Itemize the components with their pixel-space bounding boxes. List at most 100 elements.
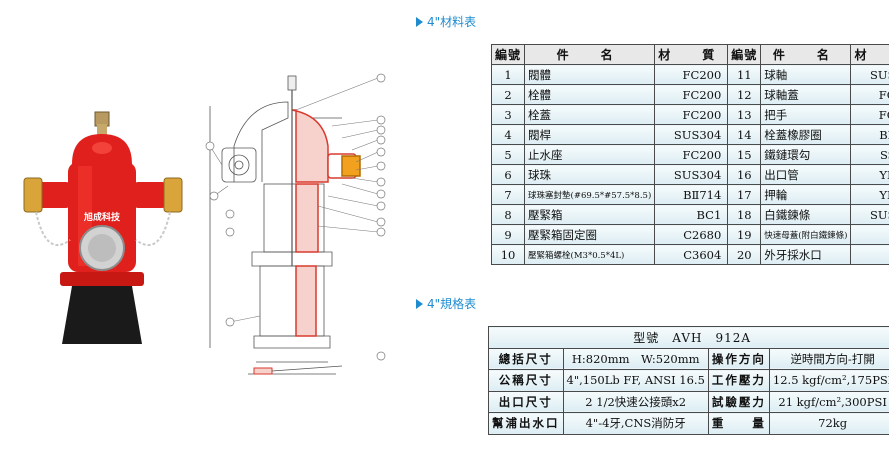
table-row: 7 球珠塞封墊(#69.5*#57.5*8.5) BⅡ714 17 押輪 YBs… <box>490 184 889 205</box>
part-no: 18 <box>727 204 762 225</box>
table-row: 1 閥體 FC200 11 球軸 SUS304 <box>490 64 889 85</box>
header-no: 編號 <box>727 44 762 65</box>
part-name: 快速母蓋(附白鐵鍊條) <box>760 224 852 245</box>
spec-label: 出口尺寸 <box>488 390 564 413</box>
specs-heading: 4"規格表 <box>416 295 476 312</box>
part-material <box>850 244 889 265</box>
photo-brand-text: 旭成科技 <box>83 211 121 223</box>
part-material: SUS304 <box>654 164 729 185</box>
part-no: 11 <box>727 64 762 85</box>
header-material: 材 質 <box>850 44 889 65</box>
part-material: FC200 <box>850 104 889 125</box>
spec-label: 幫浦出水口 <box>488 412 564 435</box>
header-name: 件 名 <box>524 44 656 65</box>
part-name: 閥體 <box>524 64 656 85</box>
part-name: 球珠 <box>524 164 656 185</box>
table-row: 5 止水座 FC200 15 鐵鏈環勾 SS400 <box>490 144 889 165</box>
part-material: YBsC3 <box>850 184 889 205</box>
specs-heading-label: 4"規格表 <box>427 297 477 311</box>
table-row: 9 壓緊箱固定圈 C2680 19 快速母蓋(附白鐵鍊條) <box>490 224 889 245</box>
hydrant-photo: 旭成科技 <box>23 111 183 344</box>
part-material: FC200 <box>654 84 729 105</box>
part-name: 栓蓋橡膠圈 <box>760 124 852 145</box>
part-material: SUS304 <box>850 64 889 85</box>
spec-value: 4",150Lb FF, ANSI 16.5 <box>562 369 709 392</box>
materials-table: 編號 件 名 材 質 編號 件 名 材 質 1 閥體 FC200 11 球軸 S… <box>490 44 889 265</box>
part-no: 13 <box>727 104 762 125</box>
spec-value: H:820mm W:520mm <box>562 347 709 370</box>
part-name: 鐵鏈環勾 <box>760 144 852 165</box>
part-material: FC200 <box>850 84 889 105</box>
table-row: 公稱尺寸 4",150Lb FF, ANSI 16.5 工作壓力 12.5 kg… <box>488 369 889 392</box>
part-name: 白鐵鍊條 <box>760 204 852 225</box>
part-material: C2680 <box>654 224 729 245</box>
materials-heading: 4"材料表 <box>416 13 476 30</box>
part-name: 栓蓋 <box>524 104 656 125</box>
part-material: BⅡ714 <box>850 124 889 145</box>
part-no: 5 <box>490 144 526 165</box>
header-no: 編號 <box>490 44 526 65</box>
part-material <box>850 224 889 245</box>
spec-label: 重 量 <box>707 412 770 435</box>
spec-label: 試驗壓力 <box>707 390 770 413</box>
table-row: 6 球珠 SUS304 16 出口管 YBsC3 <box>490 164 889 185</box>
part-material: BC1 <box>654 204 729 225</box>
part-no: 15 <box>727 144 762 165</box>
model-row: 型號 AVH 912A <box>487 326 889 349</box>
part-material: SUS304 <box>654 124 729 145</box>
spec-label: 總括尺寸 <box>488 347 564 370</box>
part-no: 7 <box>490 184 526 205</box>
part-no: 12 <box>727 84 762 105</box>
part-name: 壓緊箱螺栓(M3*0.5*4L) <box>524 244 656 265</box>
materials-header-row: 編號 件 名 材 質 編號 件 名 材 質 <box>490 44 889 65</box>
part-name: 把手 <box>760 104 852 125</box>
part-name: 壓緊箱固定圈 <box>524 224 656 245</box>
part-material: SUS304 <box>850 204 889 225</box>
part-name: 栓體 <box>524 84 656 105</box>
part-name: 球軸 <box>760 64 852 85</box>
spec-value: 逆時間方向-打開 <box>768 347 889 370</box>
part-name: 止水座 <box>524 144 656 165</box>
spec-label: 公稱尺寸 <box>488 369 564 392</box>
part-no: 19 <box>727 224 762 245</box>
materials-heading-label: 4"材料表 <box>427 15 477 29</box>
part-name: 壓緊箱 <box>524 204 656 225</box>
part-no: 17 <box>727 184 762 205</box>
specs-table: 型號 AVH 912A 總括尺寸 H:820mm W:520mm 操作方向 逆時… <box>487 326 889 435</box>
part-no: 3 <box>490 104 526 125</box>
spec-label: 操作方向 <box>707 347 770 370</box>
cross-section-drawing <box>205 73 386 375</box>
table-row: 10 壓緊箱螺栓(M3*0.5*4L) C3604 20 外牙採水口 <box>490 244 889 265</box>
triangle-bullet-icon <box>416 16 423 27</box>
spec-value: 72kg <box>768 412 889 435</box>
spec-value: 2 1/2快速公接頭x2 <box>562 390 709 413</box>
part-material: SS400 <box>850 144 889 165</box>
table-row: 3 栓蓋 FC200 13 把手 FC200 <box>490 104 889 125</box>
part-material: FC200 <box>654 144 729 165</box>
part-no: 1 <box>490 64 526 85</box>
spec-value: 21 kgf/cm²,300PSI <box>768 390 889 413</box>
table-row: 出口尺寸 2 1/2快速公接頭x2 試驗壓力 21 kgf/cm²,300PSI <box>488 390 889 413</box>
part-no: 10 <box>490 244 526 265</box>
table-row: 8 壓緊箱 BC1 18 白鐵鍊條 SUS304 <box>490 204 889 225</box>
part-no: 14 <box>727 124 762 145</box>
table-row: 總括尺寸 H:820mm W:520mm 操作方向 逆時間方向-打開 <box>488 347 889 370</box>
part-material: YBsC3 <box>850 164 889 185</box>
table-row: 幫浦出水口 4"-4牙,CNS消防牙 重 量 72kg <box>488 412 889 435</box>
part-no: 4 <box>490 124 526 145</box>
table-row: 4 閥桿 SUS304 14 栓蓋橡膠圈 BⅡ714 <box>490 124 889 145</box>
spec-value: 12.5 kgf/cm²,175PSI <box>768 369 889 392</box>
header-material: 材 質 <box>654 44 729 65</box>
part-name: 閥桿 <box>524 124 656 145</box>
part-no: 16 <box>727 164 762 185</box>
header-name: 件 名 <box>760 44 852 65</box>
part-no: 9 <box>490 224 526 245</box>
triangle-bullet-icon <box>416 298 423 309</box>
part-no: 8 <box>490 204 526 225</box>
part-no: 20 <box>727 244 762 265</box>
part-name: 球珠塞封墊(#69.5*#57.5*8.5) <box>524 184 656 205</box>
part-material: FC200 <box>654 64 729 85</box>
part-material: C3604 <box>654 244 729 265</box>
spec-value: 4"-4牙,CNS消防牙 <box>562 412 709 435</box>
part-name: 球軸蓋 <box>760 84 852 105</box>
